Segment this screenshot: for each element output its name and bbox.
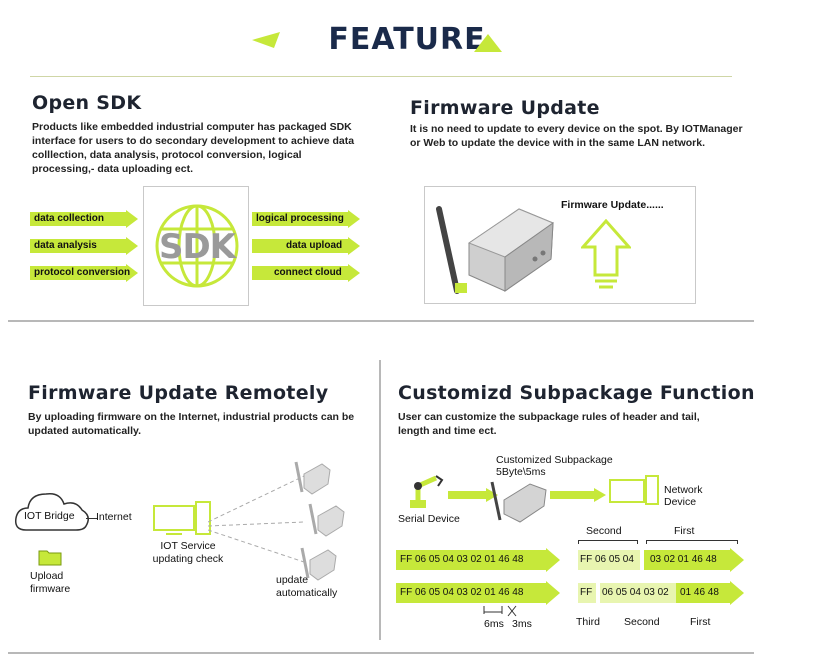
section-divider-top — [8, 320, 754, 322]
globe-icon — [155, 204, 239, 288]
open-sdk-description: Products like embedded industrial comput… — [32, 121, 355, 175]
row1-data: FF 06 05 04 03 02 01 46 48 — [400, 554, 524, 565]
network-device-label: Network Device — [664, 484, 703, 508]
arrow-label-data-analysis: data analysis — [34, 240, 97, 251]
sdk-right-arrows: logical processing data upload connect c… — [252, 210, 362, 290]
arrow-label-logical-processing: logical processing — [256, 213, 344, 224]
folder-icon — [38, 550, 62, 566]
arrow-shape-icon — [30, 264, 138, 282]
bracket-line — [578, 540, 638, 544]
arrow-shape-icon — [252, 237, 360, 255]
device-with-antenna-icon — [490, 481, 547, 523]
arrow-shape-icon — [676, 581, 744, 605]
arrow-shape-icon — [550, 488, 606, 502]
update-automatically-label: update automatically — [276, 574, 338, 599]
arrow-shape-icon — [30, 210, 138, 228]
device-icon-1 — [294, 461, 331, 495]
serial-device-label: Serial Device — [398, 513, 460, 525]
iot-bridge-label: IOT Bridge — [24, 510, 75, 522]
arrow-label-data-collection: data collection — [34, 213, 105, 224]
row2-third-data: FF — [580, 587, 593, 598]
header-divider — [30, 76, 732, 77]
timing-3ms-label: 3ms — [512, 618, 532, 630]
firmware-update-title: Firmware Update — [410, 97, 600, 119]
third-heading: Third — [576, 616, 600, 628]
computer-icon — [609, 475, 659, 505]
second-heading-2: Second — [624, 616, 660, 628]
sdk-left-arrows: data collection data analysis protocol c… — [30, 210, 140, 290]
firmware-update-description: It is no need to update to every device … — [410, 123, 743, 149]
subpackage-description: User can customize the subpackage rules … — [398, 411, 700, 437]
arrow-shape-icon — [396, 581, 560, 605]
arrow-label-protocol-conversion: protocol conversion — [34, 267, 131, 278]
device-icon-2 — [308, 503, 345, 537]
arrow-shape-icon — [396, 548, 560, 572]
first-heading-1: First — [674, 525, 695, 537]
arrow-shape-icon — [644, 548, 744, 572]
internet-label: Internet — [96, 511, 132, 523]
second-heading-1: Second — [586, 525, 622, 537]
row1-second-data: FF 06 05 04 — [580, 554, 634, 565]
arrow-label-data-upload: data upload — [286, 240, 343, 251]
row1-second-box — [578, 550, 640, 570]
customized-subpackage-label: Customized Subpackage 5Byte\5ms — [496, 454, 613, 478]
timing-markers — [483, 605, 517, 617]
right-triangle-icon — [474, 34, 502, 52]
firmware-update-label: Firmware Update...... — [561, 199, 664, 211]
firmware-remote-title: Firmware Update Remotely — [28, 382, 329, 404]
up-arrow-icon — [581, 219, 631, 289]
dashed-lines — [208, 475, 305, 563]
left-triangle-icon — [252, 32, 280, 48]
first-heading-2: First — [690, 616, 711, 628]
device-with-antenna-icon — [436, 206, 555, 294]
robot-arm-icon — [410, 475, 444, 508]
row2-third-box — [578, 583, 596, 603]
arrow-shape-icon — [252, 264, 360, 282]
row2-first-data: 01 46 48 — [680, 587, 719, 598]
open-sdk-title: Open SDK — [32, 92, 142, 114]
firmware-remote-description: By uploading firmware on the Internet, i… — [28, 411, 355, 437]
connector-line — [86, 518, 98, 519]
arrow-shape-icon — [252, 210, 360, 228]
arrow-shape-icon — [30, 237, 138, 255]
iot-service-label: IOT Service updating check — [152, 540, 224, 565]
section-divider-bottom — [8, 652, 754, 654]
arrow-shape-icon — [448, 488, 498, 502]
row2-second-data: 06 05 04 03 02 — [602, 587, 669, 598]
timing-6ms-label: 6ms — [484, 618, 504, 630]
remote-diagram: IOT Bridge Internet Upload firmware IOT … — [8, 452, 378, 612]
sdk-logo-text: SDK — [158, 227, 236, 267]
subpackage-diagram: Serial Device Customized Subpackage 5Byt… — [392, 450, 752, 640]
sdk-logo-box: SDK — [143, 186, 249, 306]
upload-firmware-label: Upload firmware — [30, 570, 71, 595]
subpackage-title: Customizd Subpackage Function — [398, 382, 755, 404]
bracket-line — [646, 540, 738, 544]
computer-icon — [153, 501, 211, 535]
cloud-icon — [14, 492, 89, 531]
arrow-label-connect-cloud: connect cloud — [274, 267, 342, 278]
section-divider-vertical — [379, 360, 381, 640]
row2-data: FF 06 05 04 03 02 01 46 48 — [400, 587, 524, 598]
row2-second-box — [600, 583, 676, 603]
firmware-update-image-box: Firmware Update...... — [424, 186, 696, 304]
device-icon-3 — [300, 547, 337, 581]
row1-first-data: 03 02 01 46 48 — [650, 554, 717, 565]
page-title: FEATURE — [328, 22, 486, 57]
